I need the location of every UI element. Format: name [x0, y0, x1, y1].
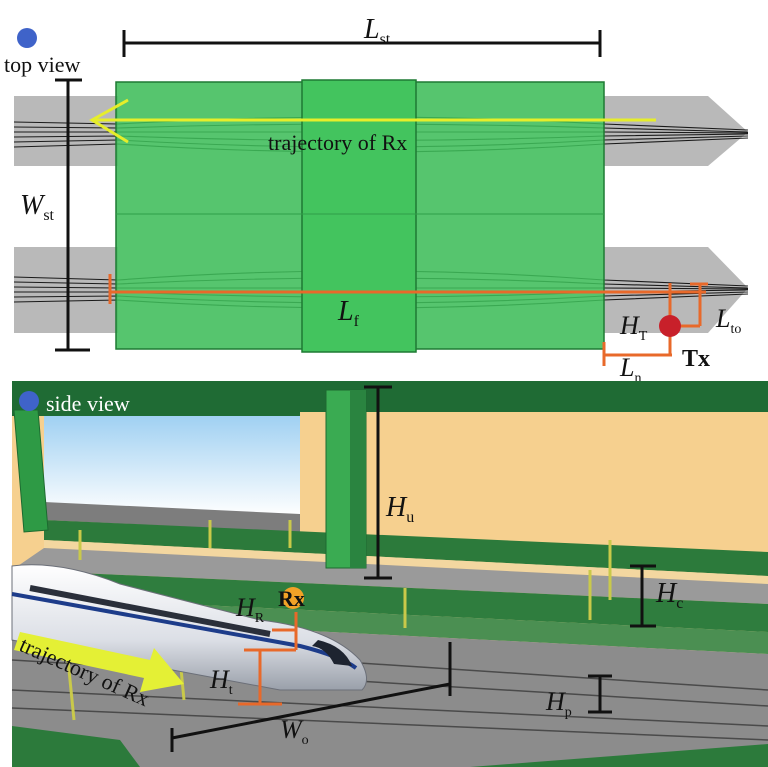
catenary-height-label: Hc: [655, 578, 683, 612]
platform-length-label: Lf: [337, 296, 360, 330]
track-width-dim: [170, 642, 452, 752]
platform-height-label: Hp: [545, 687, 572, 720]
beam-height-label: Hu: [385, 492, 414, 526]
track-area-lower-left: [14, 247, 118, 333]
middle-platform: [12, 570, 768, 632]
side-view-panel: trajectory of Rx Hu Hc Hp Wo: [11, 381, 768, 767]
train-windows: [29, 585, 271, 637]
rx-label: Rx: [278, 586, 305, 611]
tx-distance-label: Ln: [619, 353, 641, 386]
station-length-label: Lst: [363, 14, 391, 48]
rx-height-label: HR: [235, 593, 265, 626]
back-platform-upper-edge: [44, 540, 768, 584]
front-platform: [12, 726, 140, 767]
trajectory-label-top: trajectory of Rx: [268, 130, 407, 155]
front-platform-right: [470, 744, 768, 767]
back-wall-band: [44, 502, 300, 532]
sky: [44, 415, 300, 516]
trajectory-arrow-top: [89, 98, 656, 144]
track-width-label: Wo: [280, 715, 309, 748]
back-platform-upper: [44, 520, 768, 576]
top-view-label: top view: [4, 52, 80, 77]
platform-height-dim: [588, 674, 612, 714]
center-column-shade: [350, 390, 366, 568]
platform-length-dim: [108, 274, 706, 304]
station-length-dim: [122, 30, 602, 57]
tx-offset-label: Lto: [715, 304, 741, 337]
roof: [12, 381, 768, 416]
rx-antenna: [282, 587, 304, 609]
back-track-area: [12, 548, 768, 604]
track-area-lower-right: [604, 247, 748, 333]
train: [11, 564, 367, 691]
center-beam-top: [301, 79, 417, 353]
track-area-upper-right: [604, 96, 748, 166]
train-height-dim: [238, 612, 298, 706]
beam-height-dim: [364, 385, 392, 580]
tx-antenna: [659, 315, 681, 337]
trajectory-arrow-side: [14, 632, 184, 692]
catenary-height-dim: [630, 564, 656, 628]
side-view-marker-icon: [19, 391, 39, 411]
top-view-marker-icon: [17, 28, 37, 48]
track-area-upper-left: [14, 96, 118, 166]
station-width-dim: [55, 78, 90, 352]
tx-label: Tx: [682, 346, 710, 372]
train-nose-window: [312, 640, 352, 666]
station-width-label: Wst: [20, 190, 55, 224]
train-height-label: Ht: [209, 665, 233, 698]
side-view-label: side view: [46, 391, 130, 416]
top-view-panel: Lst Wst trajectory of Rx Lf: [4, 14, 749, 386]
tx-height-label: HT: [619, 311, 648, 344]
